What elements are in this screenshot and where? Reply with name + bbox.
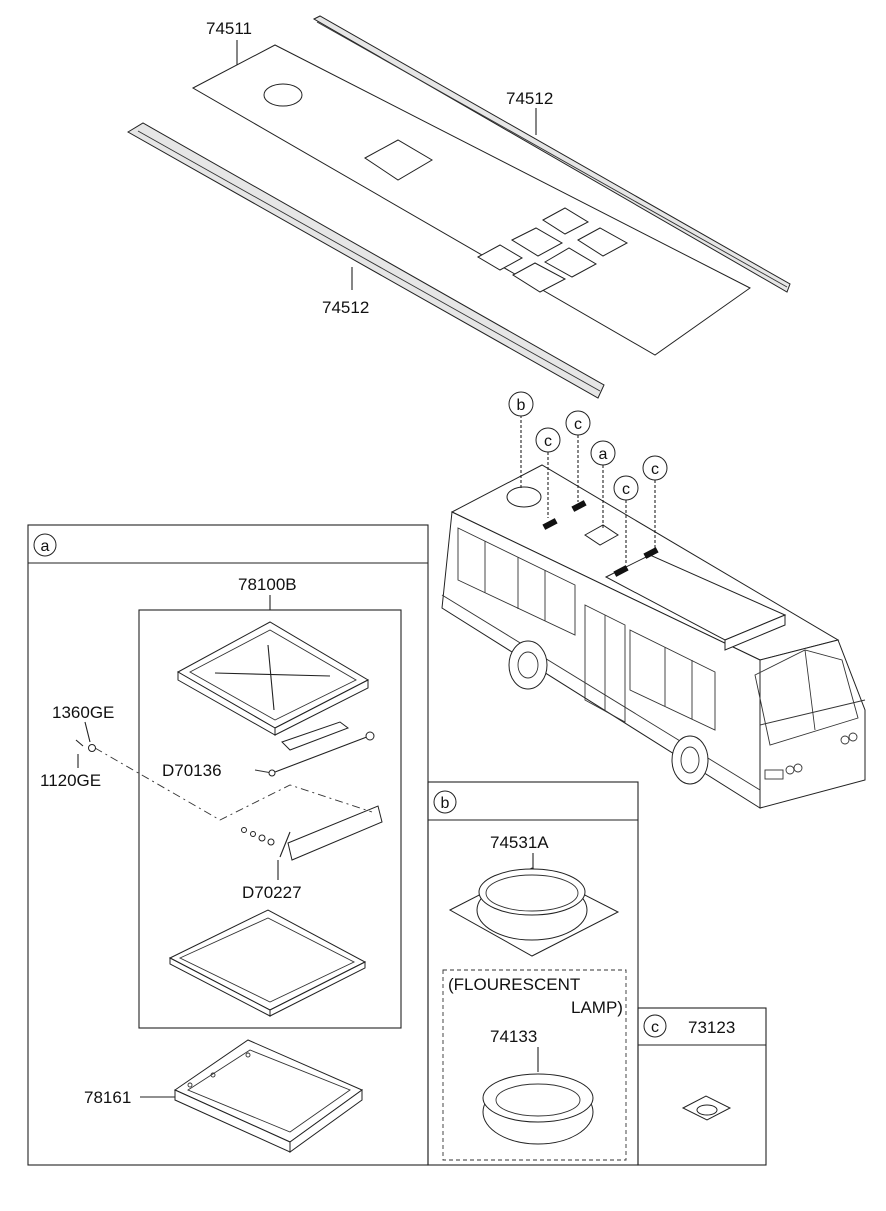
callout-circle-c3 <box>613 475 639 501</box>
section-c-letter: c <box>651 1019 659 1036</box>
section-a-letter: a <box>41 538 50 555</box>
roof-molding-74512-top <box>312 15 791 293</box>
part-label-78100B: 78100B <box>238 575 297 594</box>
section-b-letter: b <box>441 795 450 812</box>
bus-callouts: b c c a c c <box>508 391 668 565</box>
part-label-74511: 74511 <box>206 19 252 38</box>
clip-73123 <box>681 1095 732 1121</box>
part-label-78161: 78161 <box>84 1088 131 1107</box>
nut-1360GE <box>88 744 96 752</box>
part-label-74512-top: 74512 <box>506 89 553 108</box>
dashed-leader-bolt <box>94 747 373 821</box>
flourescent-lamp-group <box>442 969 627 1161</box>
part-label-74531A: 74531A <box>490 833 549 852</box>
roof-molding-74512-bottom <box>127 122 605 399</box>
note-flourescent-line2: LAMP) <box>571 998 623 1017</box>
callout-letter: c <box>651 461 659 478</box>
part-label-D70136: D70136 <box>162 761 222 780</box>
lamp-ring-74133 <box>482 1073 594 1145</box>
note-flourescent-line1: (FLOURESCENT <box>448 975 580 994</box>
callout-circle-b <box>508 391 534 417</box>
bus-illustration <box>441 464 866 809</box>
hinge-mechanism <box>241 721 383 861</box>
callout-letter: c <box>544 433 552 450</box>
part-label-74133: 74133 <box>490 1027 537 1046</box>
callout-letter: c <box>622 481 630 498</box>
callout-circle-c1 <box>535 427 561 453</box>
bolt-1120GE <box>75 739 84 747</box>
callout-letter: c <box>574 416 582 433</box>
callout-letter: b <box>517 397 526 414</box>
callout-circle-a <box>590 440 616 466</box>
trim-ring-78161 <box>173 1039 364 1153</box>
hatch-cover <box>176 621 370 736</box>
part-label-D70227: D70227 <box>242 883 302 902</box>
roof-panel-74511 <box>191 44 751 356</box>
part-label-74512-bottom: 74512 <box>322 298 369 317</box>
part-label-1360GE: 1360GE <box>52 703 114 722</box>
leader-1360GE <box>84 721 91 743</box>
section-c-box: c <box>637 1007 767 1166</box>
part-label-73123: 73123 <box>688 1018 735 1037</box>
callout-letter: a <box>599 446 608 463</box>
lamp-housing-74531A <box>448 867 620 957</box>
callout-circle-c4 <box>642 455 668 481</box>
callout-circle-c2 <box>565 410 591 436</box>
part-label-1120GE: 1120GE <box>40 771 101 790</box>
hatch-frame <box>168 909 367 1017</box>
section-b-box: b <box>427 781 639 1166</box>
